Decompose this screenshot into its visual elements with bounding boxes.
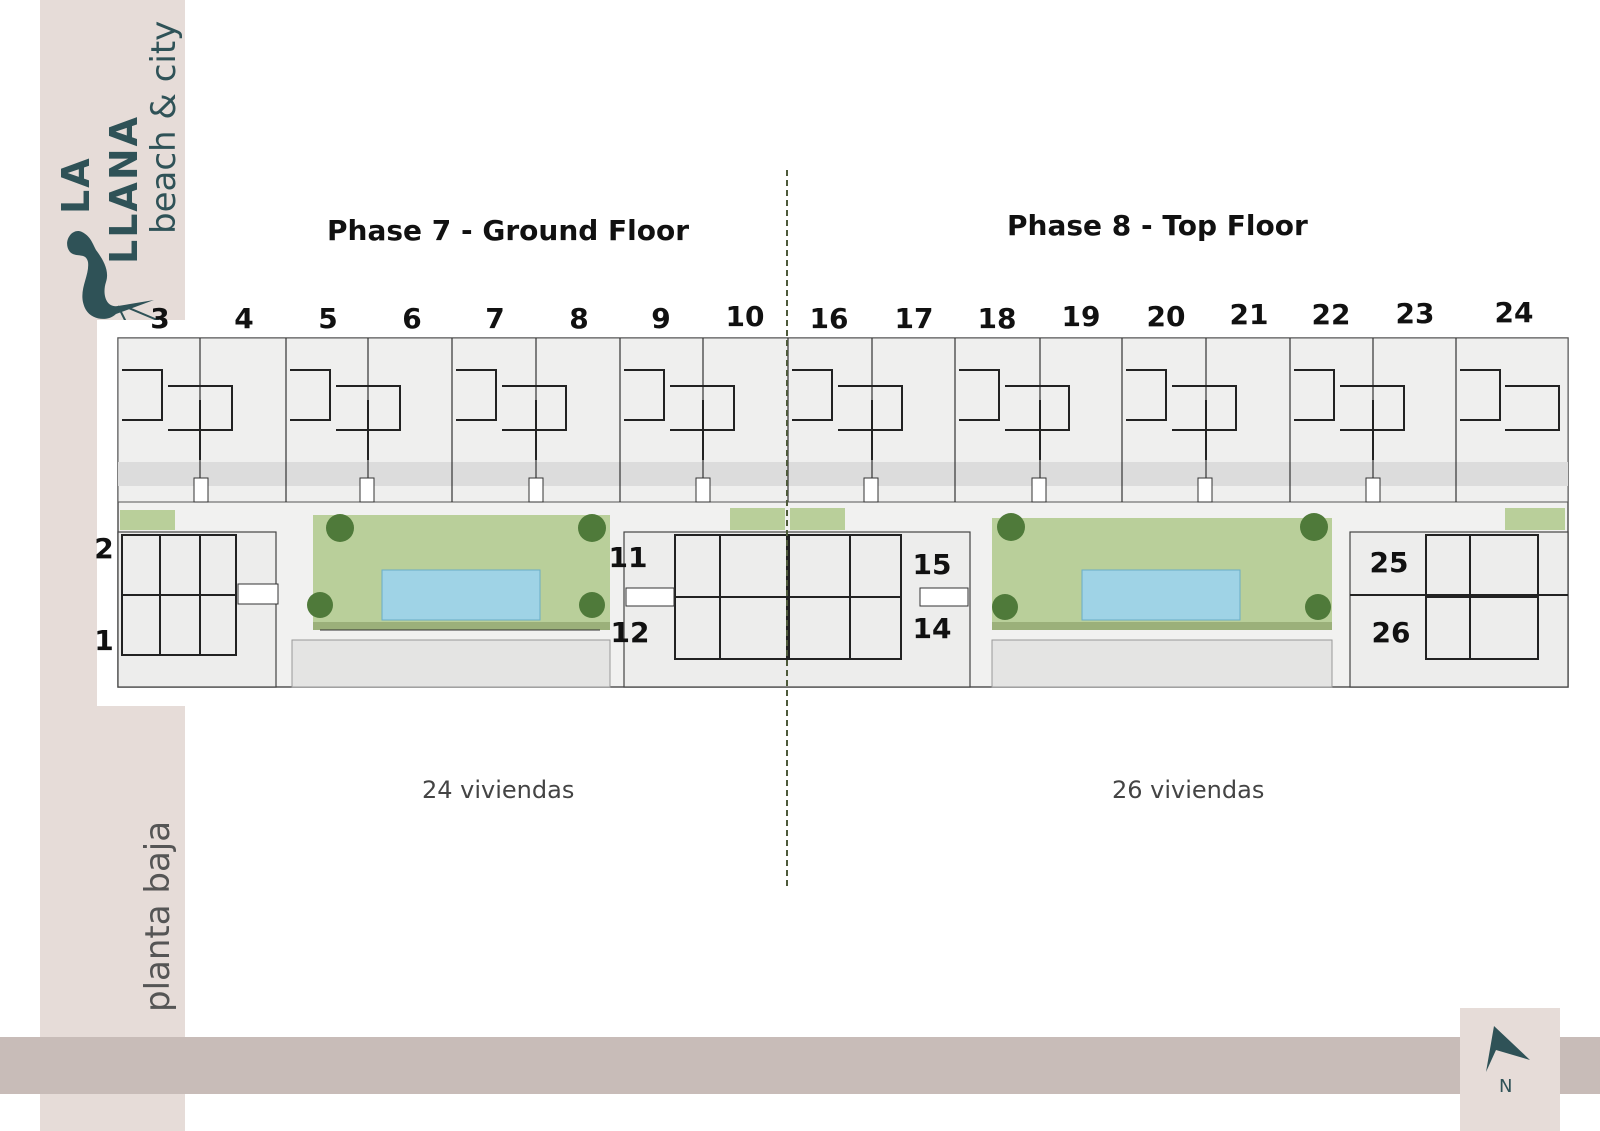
unit-label: 15: [912, 548, 952, 581]
unit-label: 23: [1395, 297, 1435, 330]
right-pool-garden: [991, 513, 1333, 688]
unit-label: 4: [234, 302, 254, 335]
phase-8-unit-count: 26 viviendas: [1112, 776, 1265, 804]
unit-label: 3: [150, 302, 170, 335]
unit-label: 14: [912, 612, 952, 645]
block-units-25-26: [1349, 531, 1569, 688]
unit-label: 11: [608, 541, 648, 574]
phase-7-unit-count: 24 viviendas: [422, 776, 575, 804]
unit-label: 18: [977, 302, 1017, 335]
phase-8-title: Phase 8 - Top Floor: [1007, 209, 1308, 242]
block-units-1-2: [117, 531, 279, 688]
left-pool-garden: [291, 514, 611, 688]
north-arrow-icon: [1486, 1026, 1530, 1072]
unit-label: 2: [94, 532, 114, 565]
upper-units: [117, 337, 1569, 503]
unit-label: 10: [725, 300, 765, 333]
unit-label: 6: [402, 302, 422, 335]
unit-label: 22: [1311, 298, 1351, 331]
unit-label: 20: [1146, 300, 1186, 333]
unit-label: 24: [1494, 296, 1534, 329]
block-units-11-12-14-15: [623, 531, 971, 688]
unit-label: 7: [485, 302, 505, 335]
phase-divider: [786, 170, 788, 886]
unit-label: 25: [1369, 546, 1409, 579]
unit-label: 26: [1371, 616, 1411, 649]
unit-label: 16: [809, 302, 849, 335]
unit-label: 8: [569, 302, 589, 335]
compass-north-label: N: [1499, 1076, 1513, 1097]
road-band: [0, 1037, 1600, 1094]
unit-label: 19: [1061, 300, 1101, 333]
unit-label: 12: [610, 616, 650, 649]
unit-label: 21: [1229, 298, 1269, 331]
unit-label: 9: [651, 302, 671, 335]
unit-label: 1: [94, 624, 114, 657]
compass-box: [1460, 1008, 1560, 1131]
unit-label: 5: [318, 302, 338, 335]
phase-7-title: Phase 7 - Ground Floor: [327, 214, 690, 247]
unit-label: 17: [894, 302, 934, 335]
